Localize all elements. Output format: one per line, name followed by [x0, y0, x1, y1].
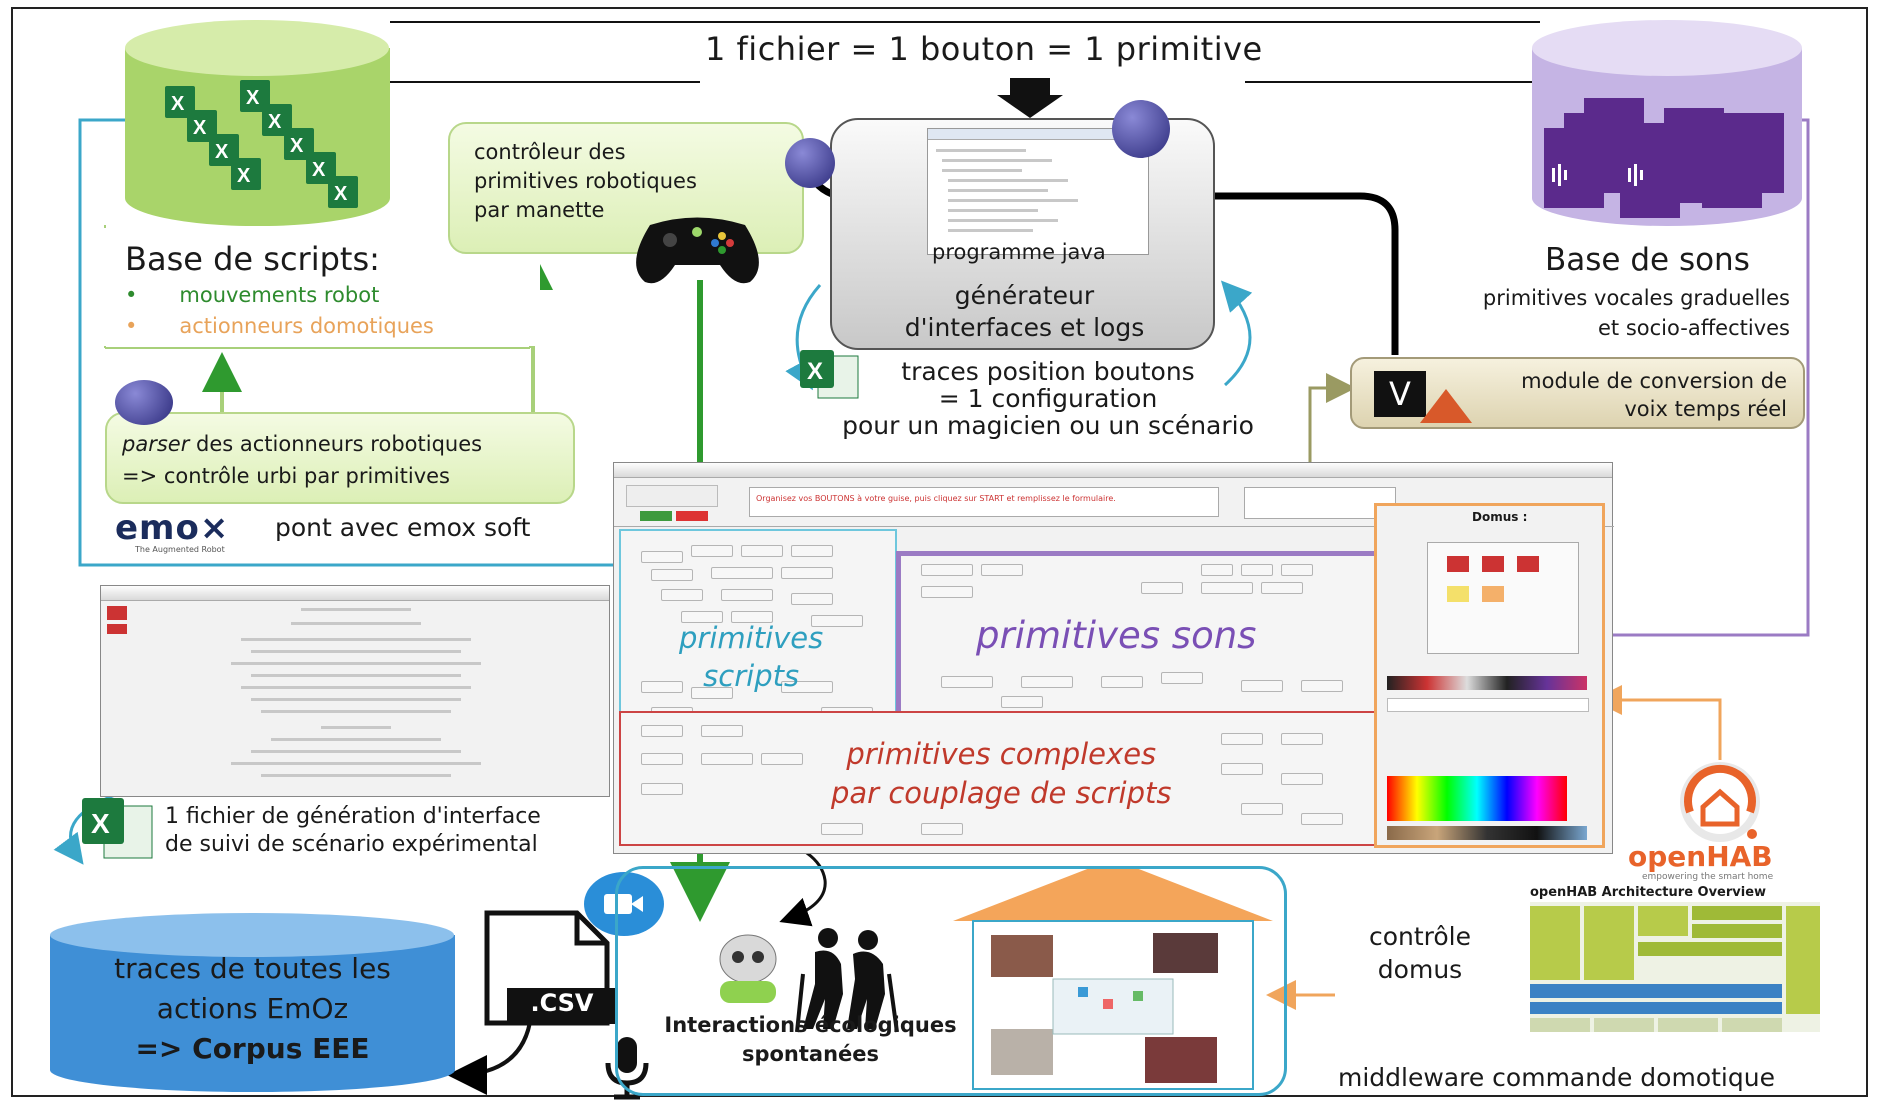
domus-control-label: contrôle domus	[1368, 922, 1472, 984]
sounds-title: Base de sons	[1545, 242, 1750, 278]
svg-text:X: X	[312, 159, 326, 181]
domus-title: Domus :	[1472, 510, 1528, 524]
parser-box: parser des actionneurs robotiques => con…	[105, 412, 575, 504]
java-generator-box: programme java générateur d'interfaces e…	[830, 118, 1215, 350]
java-label: générateur d'interfaces et logs	[904, 281, 1145, 342]
interactions-box: Interactions écologiques spontanées	[615, 866, 1287, 1096]
house-icon	[953, 869, 1273, 1091]
corpus-database: traces de toutes les actions EmOz => Cor…	[50, 910, 455, 1095]
scripts-bullet-robot: •mouvements robot	[125, 283, 380, 307]
controller-label: contrôleur des primitives robotiques par…	[474, 140, 697, 222]
scripts-title: Base de scripts:	[125, 240, 380, 278]
java-top-label: programme java	[932, 240, 1106, 264]
sounds-database	[1532, 18, 1802, 226]
svg-text:X: X	[268, 111, 282, 133]
excel-icon: X	[82, 798, 156, 860]
down-arrow-java	[997, 78, 1063, 118]
file-gen-label: 1 fichier de génération d'interface de s…	[165, 804, 541, 857]
domus-panel: Domus :	[1374, 503, 1605, 848]
eclipse-icon	[785, 138, 835, 188]
svg-text:X: X	[237, 165, 251, 187]
robot-icon	[708, 929, 788, 1009]
excel-icon: X	[800, 350, 860, 400]
corpus-line2: actions EmOz	[156, 992, 349, 1025]
java-ide-screenshot	[927, 128, 1149, 255]
svg-text:X: X	[171, 93, 185, 115]
camera-icon[interactable]	[584, 872, 664, 936]
traces-buttons-label: traces position boutons = 1 configuratio…	[842, 357, 1254, 440]
audio-file-icon	[1544, 98, 1784, 218]
svg-text:X: X	[246, 87, 260, 109]
eclipse-icon	[115, 380, 173, 425]
parser-line1: parser des actionneurs robotiques	[122, 432, 483, 456]
corpus-line3: => Corpus EEE	[135, 1032, 370, 1065]
sounds-subtitle: primitives vocales graduelles et socio-a…	[1482, 286, 1790, 340]
scripts-list: Base de scripts: •mouvements robot •acti…	[100, 228, 540, 346]
csv-label: .CSV	[530, 989, 594, 1017]
microphone-icon[interactable]	[602, 1035, 652, 1101]
corpus-line1: traces de toutes les	[114, 952, 391, 985]
svg-text:X: X	[193, 117, 207, 139]
matlab-icon	[1420, 389, 1472, 423]
complex-region: primitives complexes par couplage de scr…	[619, 711, 1389, 846]
gamepad-icon	[630, 210, 765, 288]
svg-text:X: X	[334, 183, 348, 205]
page-title: 1 fichier = 1 bouton = 1 primitive	[705, 30, 1263, 68]
voice-module-box: V module de conversion de voix temps rée…	[1350, 357, 1805, 429]
primitives-sons-label: primitives sons	[976, 614, 1257, 657]
openhab-logo: openHAB	[1628, 840, 1773, 873]
primitives-scripts-label: primitives scripts	[679, 621, 824, 693]
openhab-caption: middleware commande domotique	[1338, 1063, 1775, 1092]
elderly-couple-icon	[793, 924, 903, 1034]
excel-icon	[165, 80, 358, 208]
parser-line2: => contrôle urbi par primitives	[122, 464, 450, 488]
emox-logo: emo×	[115, 508, 230, 548]
vocoder-icon: V	[1374, 371, 1426, 417]
openhab-tagline: empowering the smart home	[1642, 872, 1774, 882]
svg-text:X: X	[807, 358, 823, 385]
openhab-arch-title: openHAB Architecture Overview	[1530, 885, 1767, 900]
voice-module-label: module de conversion de voix temps réel	[1521, 369, 1787, 421]
scripts-region: primitives scripts	[619, 529, 897, 735]
primitives-complexes-label: primitives complexes par couplage de scr…	[831, 737, 1172, 810]
csv-file-icon: .CSV	[482, 908, 627, 1028]
eclipse-icon	[1112, 100, 1170, 158]
svg-text:X: X	[91, 808, 110, 839]
svg-text:X: X	[215, 141, 229, 163]
scripts-bullet-domotics: •actionneurs domotiques	[125, 314, 434, 338]
emox-label: pont avec emox soft	[275, 513, 531, 542]
interactions-label: Interactions écologiques spontanées	[664, 1013, 957, 1066]
svg-text:X: X	[290, 135, 304, 157]
openhab-architecture-diagram	[1530, 902, 1820, 1032]
wizard-interface-screenshot: Organisez vos BOUTONS à votre guise, pui…	[613, 462, 1614, 854]
outer-frame	[11, 7, 1868, 1097]
interface-banner: Organisez vos BOUTONS à votre guise, pui…	[749, 487, 1219, 517]
emox-tagline: The Augmented Robot	[135, 545, 225, 554]
sounds-region: primitives sons	[896, 551, 1386, 716]
scenario-window-screenshot	[100, 585, 610, 797]
openhab-logo-icon	[1668, 762, 1773, 852]
